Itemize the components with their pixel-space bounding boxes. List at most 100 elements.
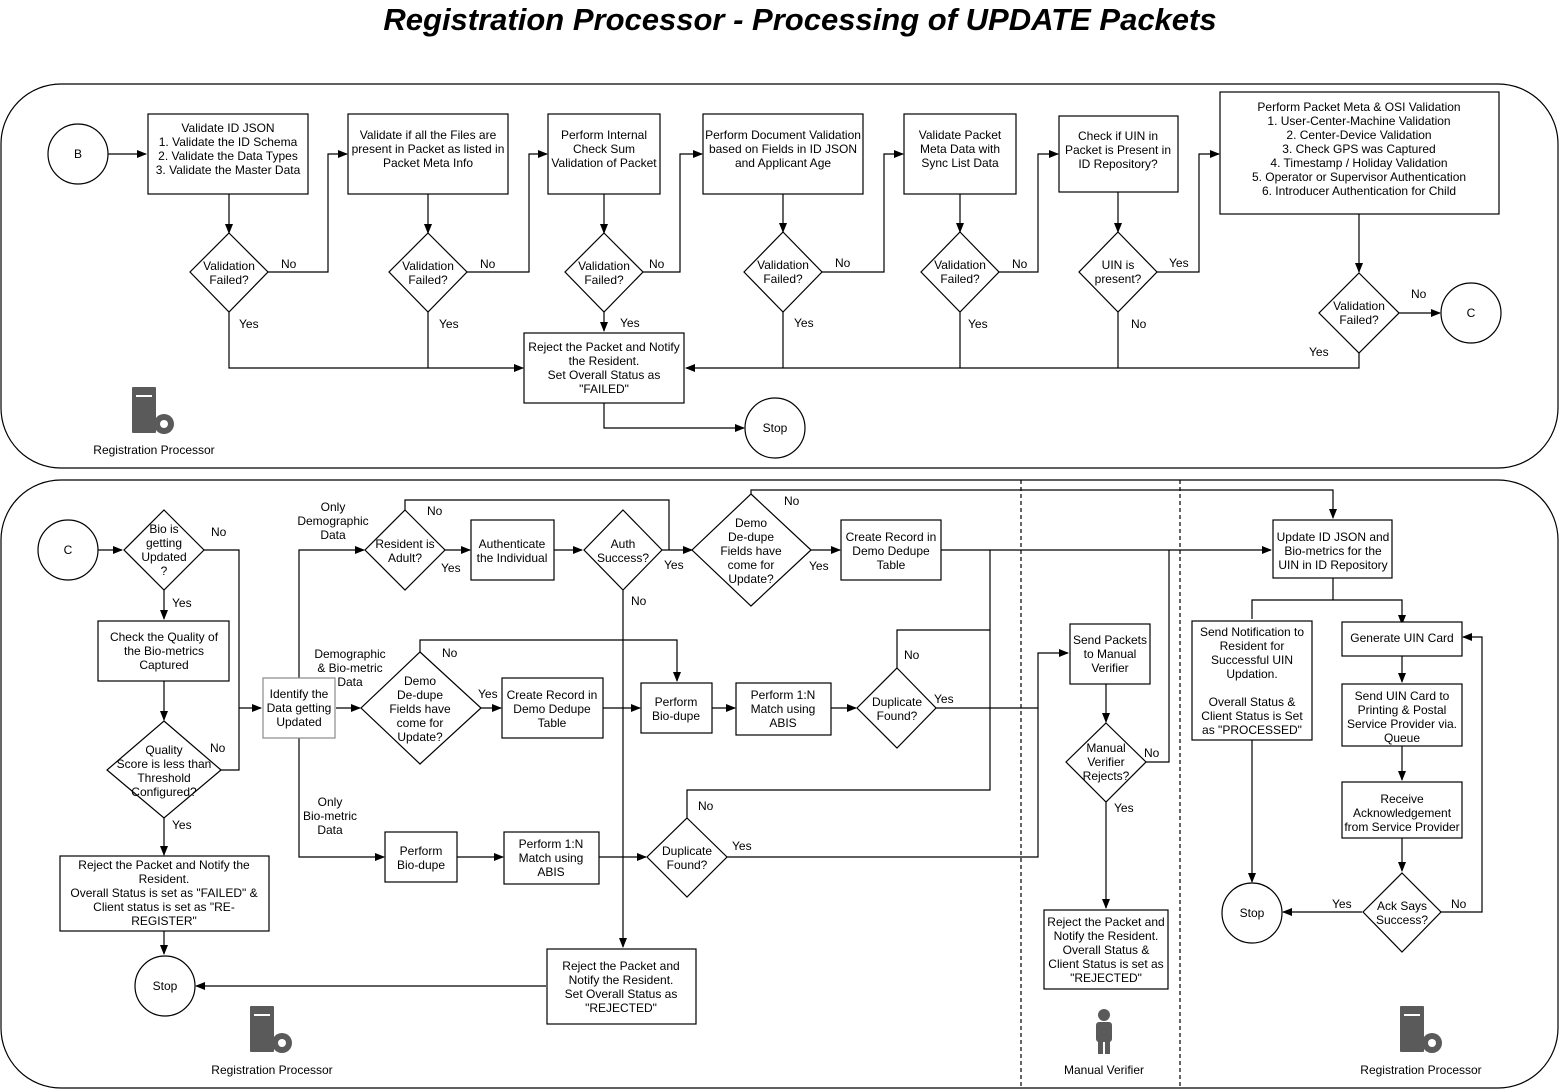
edge-label: No (1451, 897, 1467, 911)
bottom-lane (0, 479, 1559, 1089)
edge-label: No (281, 257, 297, 271)
edge-label: Yes (172, 818, 192, 832)
end-connector-c-label: C (1467, 306, 1476, 320)
edge-label: Yes (732, 839, 752, 853)
edge-label: No (210, 741, 226, 755)
edge-label: No (1012, 257, 1028, 271)
edge-label: No (784, 494, 800, 508)
server-gear-icon (132, 387, 174, 434)
edge-label: Yes (968, 317, 988, 331)
start-connector-c-label: C (64, 543, 73, 557)
edge-label: Yes (441, 561, 461, 575)
top-lane-label: Registration Processor (93, 443, 214, 457)
generate-uin-card-text: Generate UIN Card (1350, 631, 1453, 645)
start-connector-b: B (47, 123, 109, 185)
edge-label: Yes (809, 559, 829, 573)
edge-label: No (649, 257, 665, 271)
edge-label: No (835, 256, 851, 270)
end-connector-c: C (1440, 282, 1502, 344)
edge-label: No (1131, 317, 1147, 331)
edge-label: No (1411, 287, 1427, 301)
edge-label: Yes (439, 317, 459, 331)
bottom-edge-labels: No Yes No Yes No Yes Yes No No Yes No Ye… (172, 494, 1467, 911)
generate-uin-card-box: Generate UIN Card (1341, 621, 1463, 657)
bottom-lane-label-left: Registration Processor (211, 1063, 332, 1077)
edge-label: Yes (620, 316, 640, 330)
stop-right-label: Stop (1240, 906, 1265, 920)
stop-left: Stop (134, 955, 196, 1017)
edge-label: Yes (1309, 345, 1329, 359)
edge-label: Yes (172, 596, 192, 610)
edge-label: Yes (934, 692, 954, 706)
server-gear-icon (250, 1006, 292, 1053)
edge-label: Yes (1114, 801, 1134, 815)
edge-label: No (480, 257, 496, 271)
edge-label: Yes (1332, 897, 1352, 911)
edge-label: Yes (239, 317, 259, 331)
edge-label: No (442, 646, 458, 660)
edge-label: No (427, 504, 443, 518)
bottom-edges (98, 489, 1483, 990)
